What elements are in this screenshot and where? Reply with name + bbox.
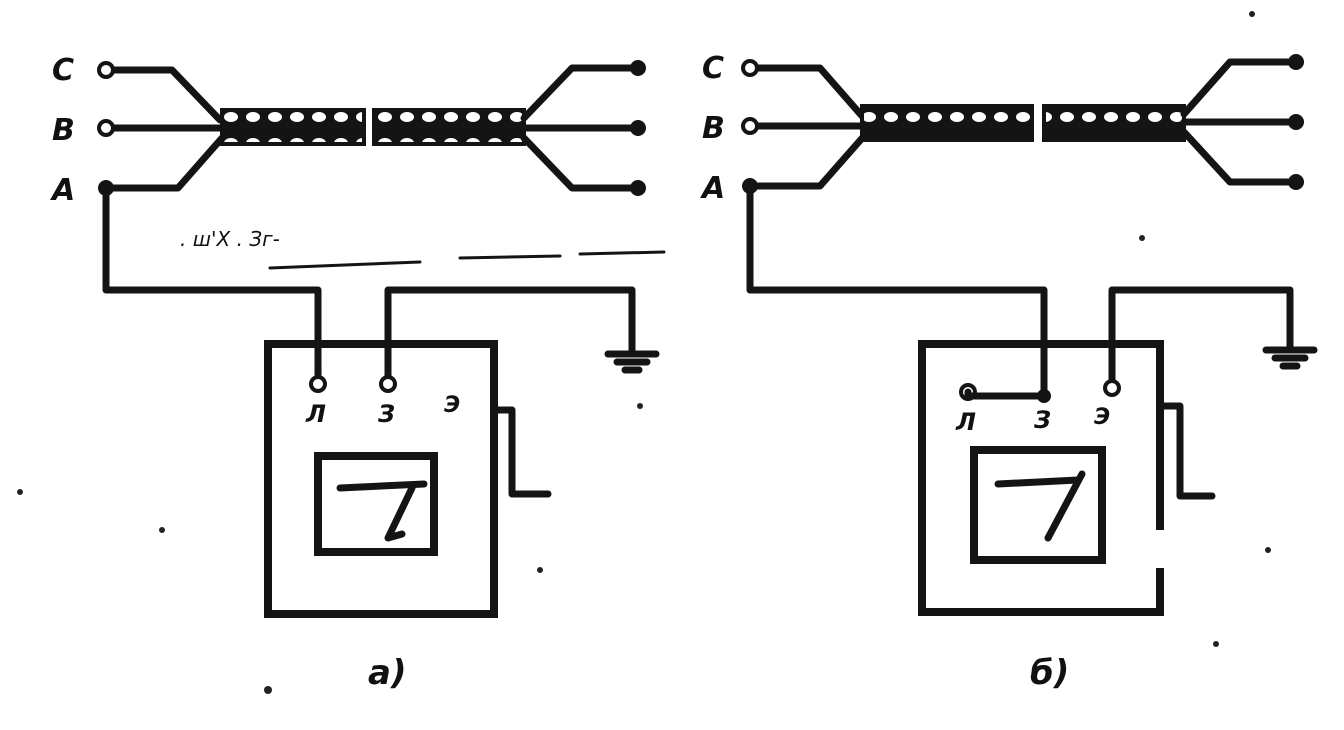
- diagram-caption-b: б): [1030, 653, 1069, 693]
- cable-section-1: [860, 104, 1034, 142]
- phase-label-b: B: [52, 113, 75, 148]
- terminal-c-right: [1288, 54, 1304, 70]
- terminal-label-screen: Э: [1094, 405, 1110, 430]
- terminal-c-left: [97, 61, 115, 79]
- noise-speck: [637, 403, 643, 409]
- meter-scale: [336, 480, 428, 492]
- terminal-label-ground: З: [377, 400, 395, 428]
- meter-scale: [994, 476, 1082, 488]
- phase-label-c: C: [52, 53, 74, 88]
- meter-needle: [1044, 470, 1086, 542]
- phase-label-a: A: [50, 173, 75, 208]
- noise-dashes: [268, 250, 666, 270]
- conductor-c-right: [1180, 58, 1298, 118]
- terminal-c-right: [630, 60, 646, 76]
- megohmmeter-terminal-ground: [379, 375, 397, 393]
- terminal-a-left: [98, 180, 114, 196]
- conductor-c-left: [748, 64, 866, 120]
- meter-dial: [970, 446, 1106, 564]
- conductor-a-left: [104, 134, 226, 192]
- cable-section-1: [220, 108, 366, 146]
- megohmmeter-case: [918, 340, 1164, 616]
- cable-section-2: [372, 108, 526, 146]
- terminal-b-left: [741, 117, 759, 135]
- terminal-label-line: Л: [305, 400, 326, 428]
- noise-speck: [1249, 11, 1255, 17]
- terminal-label-screen: Э: [444, 393, 460, 418]
- phase-label-c: C: [702, 51, 724, 86]
- conductor-a-right: [1180, 128, 1298, 186]
- megohmmeter-case: [264, 340, 498, 618]
- terminal-a-right: [630, 180, 646, 196]
- noise-speck: [1213, 641, 1219, 647]
- terminal-a-right: [1288, 174, 1304, 190]
- terminal-label-line: Л: [955, 408, 976, 436]
- lead-a-to-ground-terminal: [746, 186, 1048, 400]
- conductor-a-right: [520, 134, 640, 192]
- meter-dial: [314, 452, 438, 556]
- lead-screen: [1108, 286, 1294, 384]
- cable-section-2: [1042, 104, 1186, 142]
- noise-speck: [537, 567, 543, 573]
- noise-text: . ш'Х . Зг-: [180, 227, 280, 251]
- noise-speck: [264, 686, 272, 694]
- noise-speck: [1265, 547, 1271, 553]
- megohmmeter-terminal-line: [309, 375, 327, 393]
- conductor-a-left: [748, 132, 868, 190]
- lead-a-to-line: [102, 188, 322, 384]
- ground-icon: [1266, 336, 1314, 366]
- terminal-a-left: [742, 178, 758, 194]
- meter-needle: [384, 484, 416, 542]
- terminal-b-right: [1288, 114, 1304, 130]
- crank-handle-icon: [1156, 402, 1216, 500]
- phase-label-b: B: [702, 111, 725, 146]
- scan-noise: . ш'Х . Зг-: [17, 11, 1271, 694]
- jumper-line-ground: [964, 388, 1048, 400]
- diagram-b: C B A Л З Э б): [700, 51, 1314, 693]
- diagram-caption-a: а): [368, 653, 406, 693]
- ground-icon: [608, 340, 656, 370]
- terminal-b-left: [97, 119, 115, 137]
- diagram-a: C B A Л З Э а): [50, 53, 656, 693]
- noise-speck: [159, 527, 165, 533]
- noise-speck: [1139, 235, 1145, 241]
- megohmmeter-terminal-screen: [1103, 379, 1121, 397]
- conductor-c-left: [104, 66, 224, 124]
- terminal-b-right: [630, 120, 646, 136]
- terminal-c-left: [741, 59, 759, 77]
- lead-ground: [384, 286, 636, 384]
- conductor-c-right: [520, 64, 640, 122]
- terminal-label-ground: З: [1033, 406, 1051, 434]
- crank-handle-icon: [490, 406, 552, 498]
- noise-speck: [17, 489, 23, 495]
- phase-label-a: A: [700, 171, 725, 206]
